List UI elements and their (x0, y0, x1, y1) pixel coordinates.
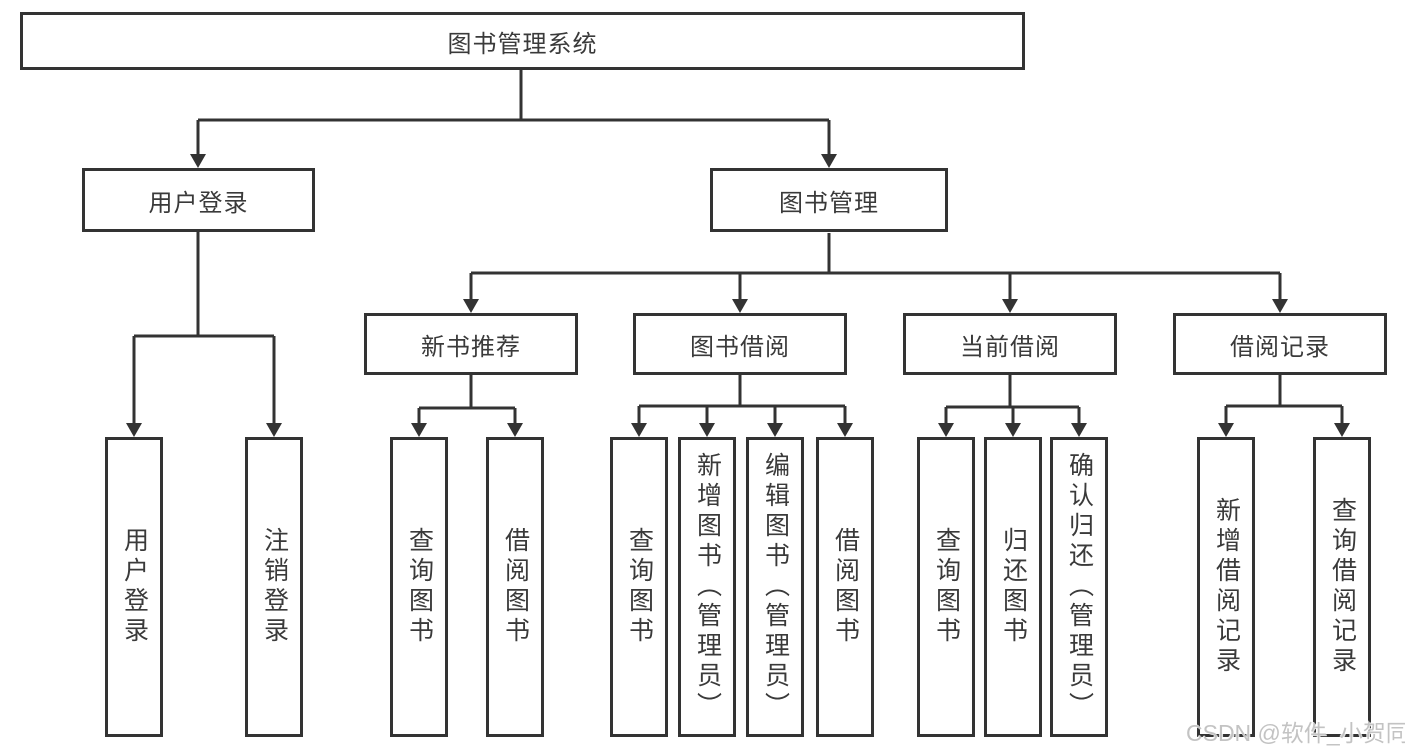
leaf-br-query-record: 查询借阅记录 (1313, 437, 1371, 737)
leaf-cb-confirm-return-admin: 确认归还（管理员） (1050, 437, 1108, 737)
node-library-management-system: 图书管理系统 (20, 12, 1025, 70)
node-user-login-group: 用户登录 (82, 168, 315, 232)
node-borrowing-records: 借阅记录 (1173, 313, 1387, 375)
leaf-nbr-query-book: 查询图书 (390, 437, 448, 737)
node-book-borrowing: 图书借阅 (633, 313, 847, 375)
leaf-cb-query-book: 查询图书 (917, 437, 975, 737)
node-new-book-recommend: 新书推荐 (364, 313, 578, 375)
node-book-management-group: 图书管理 (710, 168, 948, 232)
watermark: CSDN @软件_小贺同学 (1186, 720, 1405, 746)
leaf-user-login: 用户登录 (105, 437, 163, 737)
leaf-br-add-record: 新增借阅记录 (1197, 437, 1255, 737)
leaf-nbr-borrow-book: 借阅图书 (486, 437, 544, 737)
node-current-borrowing: 当前借阅 (903, 313, 1117, 375)
leaf-bb-edit-book-admin: 编辑图书（管理员） (746, 437, 804, 737)
leaf-logout: 注销登录 (245, 437, 303, 737)
leaf-bb-borrow-book: 借阅图书 (816, 437, 874, 737)
leaf-bb-add-book-admin: 新增图书（管理员） (678, 437, 736, 737)
leaf-bb-query-book: 查询图书 (610, 437, 668, 737)
leaf-cb-return-book: 归还图书 (984, 437, 1042, 737)
